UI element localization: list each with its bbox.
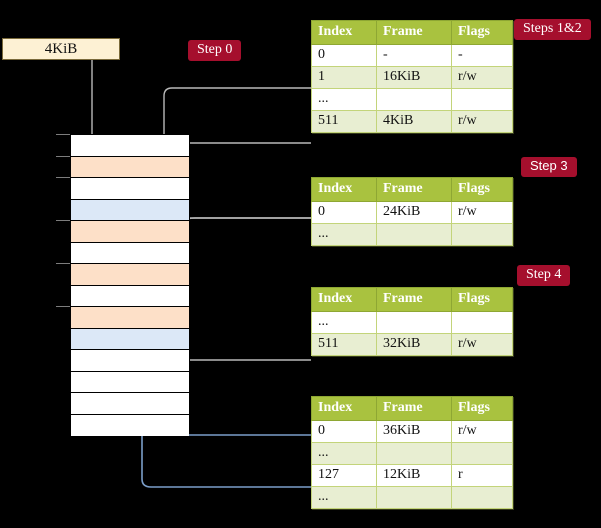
connector-step12-b [171, 142, 311, 154]
memory-frame-row [71, 242, 189, 264]
table-row: ... [311, 442, 513, 465]
connector-step3-hook [178, 217, 311, 252]
table-cell: ... [311, 442, 377, 465]
column-header-frame: Frame [376, 396, 452, 421]
table-cell: 32KiB [376, 333, 452, 356]
table-cell [451, 442, 513, 465]
table-cell: 1 [311, 66, 377, 89]
table-cell: 12KiB [376, 464, 452, 487]
column-header-flags: Flags [451, 20, 513, 45]
memory-frame-row [71, 414, 189, 436]
column-header-index: Index [311, 177, 377, 202]
table-cell: r/w [451, 201, 513, 224]
badge-steps-1-and-2-label: Steps 1&2 [523, 21, 582, 36]
badge-steps-1-and-2: Steps 1&2 [514, 19, 591, 41]
badge-step-4-label: Step 4 [526, 267, 562, 282]
table-cell: 36KiB [376, 420, 452, 443]
memory-frame-row [71, 199, 189, 221]
column-header-flags: Flags [451, 287, 513, 312]
table-cell [451, 486, 513, 509]
table-cell: 0 [311, 420, 377, 443]
table-cell: - [376, 44, 452, 67]
memory-frame-row [71, 264, 189, 286]
table-cell: 511 [311, 333, 377, 356]
column-header-flags: Flags [451, 177, 513, 202]
table-cell: ... [311, 88, 377, 111]
table-cell: 16KiB [376, 66, 452, 89]
badge-step-4: Step 4 [517, 265, 571, 287]
table-cell [451, 311, 513, 334]
memory-frame-row [71, 328, 189, 350]
table-cell: 0 [311, 44, 377, 67]
table-cell: 24KiB [376, 201, 452, 224]
table-cell: ... [311, 223, 377, 246]
table-row: ... [311, 223, 513, 246]
memory-frame-row [71, 221, 189, 243]
table-cell: 127 [311, 464, 377, 487]
table-row: ... [311, 88, 513, 111]
column-header-index: Index [311, 20, 377, 45]
table-cell: r/w [451, 110, 513, 133]
table-cell: - [451, 44, 513, 67]
table-cell: r/w [451, 420, 513, 443]
table-row: ... [311, 486, 513, 509]
memory-frame-row [71, 350, 189, 372]
table-cell [376, 486, 452, 509]
table-row: 0-- [311, 44, 513, 67]
memory-frame-row [71, 307, 189, 329]
table-cell: ... [311, 486, 377, 509]
table-cell: r/w [451, 66, 513, 89]
table-row: ... [311, 311, 513, 334]
column-header-frame: Frame [376, 177, 452, 202]
table-cell [376, 442, 452, 465]
memory-frame-row [71, 178, 189, 200]
memory-frame-row [71, 285, 189, 307]
memory-frame-row [71, 393, 189, 415]
table-cell [376, 223, 452, 246]
memory-frame-row [71, 135, 189, 157]
table-cell: 0 [311, 201, 377, 224]
table-cell: 4KiB [376, 110, 452, 133]
badge-step-0: Step 0 [188, 40, 242, 62]
virtual-page-label: 4KiB [44, 40, 78, 57]
column-header-frame: Frame [376, 20, 452, 45]
column-header-flags: Flags [451, 396, 513, 421]
badge-step-3-label: Step 3 [530, 158, 568, 173]
table-cell: 511 [311, 110, 377, 133]
table-cell: ... [311, 311, 377, 334]
table-cell [376, 88, 452, 111]
memory-frame-row [71, 371, 189, 393]
table-cell [376, 311, 452, 334]
physical-memory-column [70, 134, 190, 436]
column-header-index: Index [311, 396, 377, 421]
column-header-index: Index [311, 287, 377, 312]
virtual-page-box: 4KiB [2, 38, 120, 60]
column-header-frame: Frame [376, 287, 452, 312]
table-cell: r/w [451, 333, 513, 356]
table-cell [451, 223, 513, 246]
memory-frame-row [71, 156, 189, 178]
table-cell: r [451, 464, 513, 487]
badge-step-0-label: Step 0 [197, 42, 233, 57]
badge-step-3: Step 3 [521, 157, 577, 177]
table-cell [451, 88, 513, 111]
